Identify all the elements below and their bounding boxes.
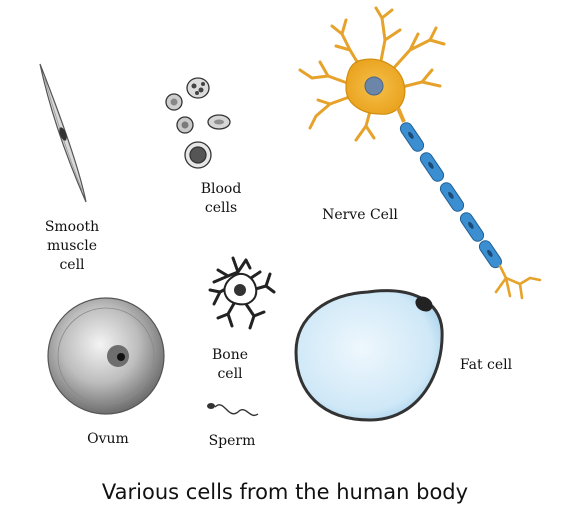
figure-caption: Various cells from the human body — [101, 480, 469, 504]
label-bone-line1: Bone — [211, 347, 249, 363]
label-sperm: Sperm — [208, 433, 256, 449]
ovum — [47, 297, 165, 415]
label-smooth-muscle: Smooth muscle cell — [22, 218, 122, 275]
fat-cell — [294, 289, 444, 422]
label-blood-cells: Blood cells — [181, 180, 261, 218]
label-nerve-cell: Nerve Cell — [322, 207, 398, 223]
bone-cell — [208, 256, 276, 330]
smooth-muscle-cell — [39, 63, 87, 203]
nerve-cell — [298, 6, 542, 300]
axon — [399, 122, 502, 269]
label-blood-line1: Blood — [200, 181, 242, 197]
label-blood-line2: cells — [204, 200, 238, 216]
label-ovum: Ovum — [87, 431, 129, 447]
axon-terminals — [494, 264, 542, 300]
nerve-cell-nucleus — [364, 76, 384, 96]
sperm — [207, 403, 259, 417]
label-smooth-muscle-line2: muscle — [46, 238, 98, 254]
label-smooth-muscle-line3: cell — [59, 257, 85, 273]
label-smooth-muscle-line1: Smooth — [44, 219, 100, 235]
blood-cells — [165, 77, 231, 169]
label-fat-cell: Fat cell — [459, 357, 513, 373]
label-bone-cell: Bone cell — [190, 346, 270, 384]
label-bone-line2: cell — [217, 366, 243, 382]
fat-cell-nucleus — [415, 296, 433, 312]
